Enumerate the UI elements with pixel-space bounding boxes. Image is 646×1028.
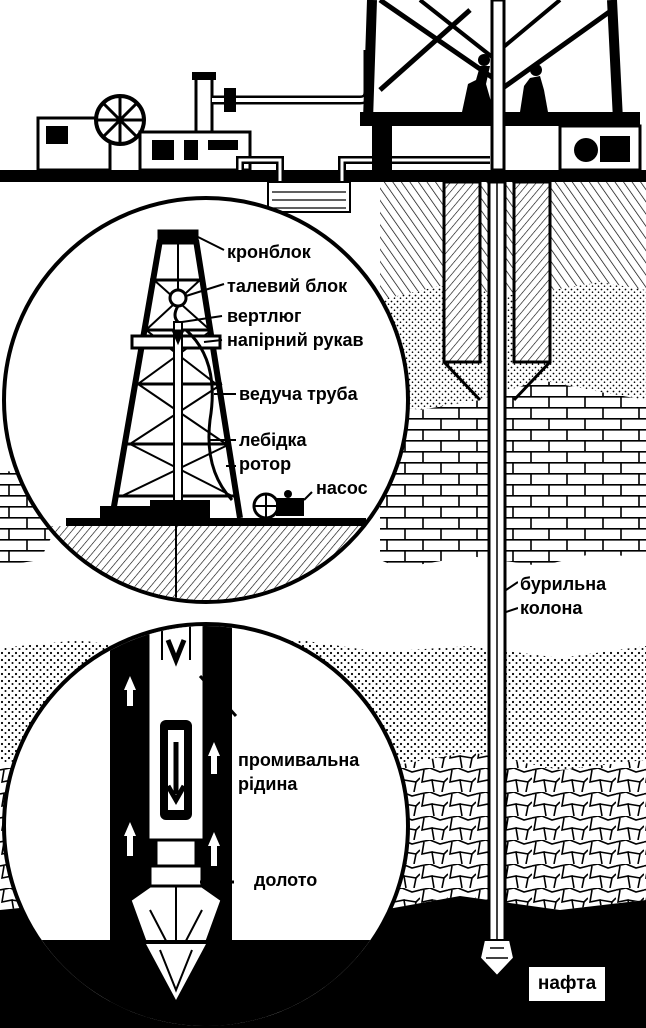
label-rotor: ротор [237, 454, 294, 474]
label-pump: насос [314, 478, 370, 498]
label-hose: напірний рукав [225, 330, 366, 350]
label-fluid-2: рідина [236, 774, 300, 794]
label-drill-string-2: колона [518, 598, 585, 618]
label-kelly: ведуча труба [237, 384, 360, 404]
pump-machine [252, 490, 304, 520]
label-travel-block: талевий блок [225, 276, 350, 296]
label-bit: долото [252, 870, 320, 890]
label-drill-string-1: бурильна [518, 574, 609, 594]
surface-equipment [0, 0, 646, 213]
label-winch: лебідка [237, 430, 309, 450]
flow-arrows [124, 676, 220, 866]
label-swivel: вертлюг [225, 306, 304, 326]
label-fluid-1: промивальна [236, 750, 362, 770]
bit-pointers [198, 674, 238, 884]
derrick-tower [109, 229, 243, 519]
inset-pointers [181, 236, 313, 501]
label-crown-block: кронблок [225, 242, 313, 262]
inset-derrick [2, 196, 410, 604]
label-oil: нафта [529, 967, 605, 1001]
inset-bit [2, 622, 410, 1028]
